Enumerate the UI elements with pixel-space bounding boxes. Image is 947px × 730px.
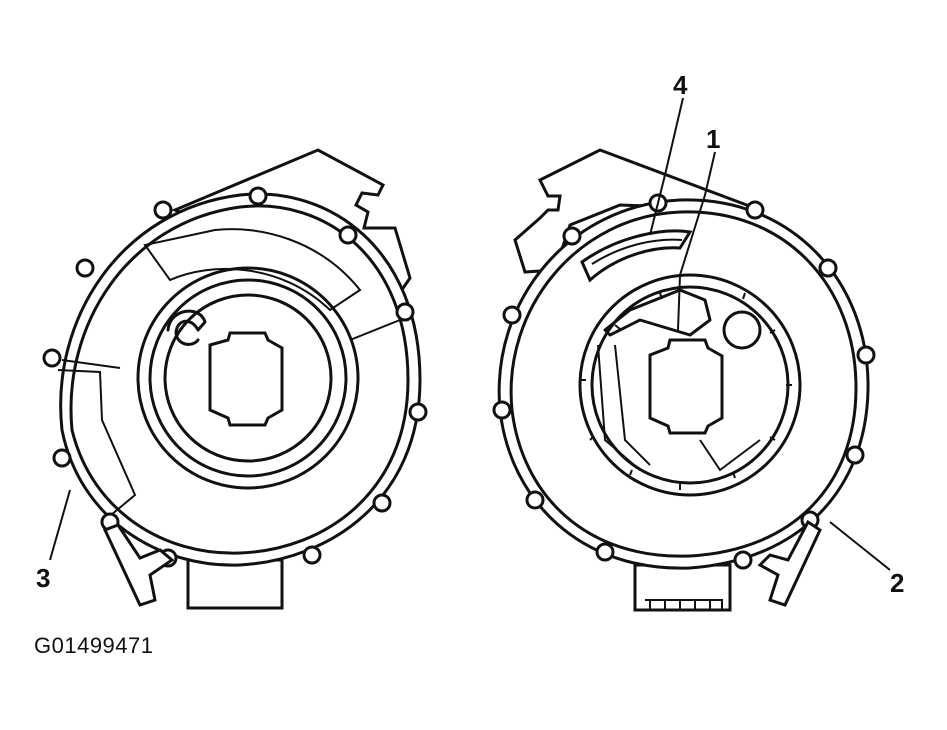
callout-3: 3 xyxy=(36,563,51,593)
callout-4: 4 xyxy=(673,70,688,100)
left-lever-arm xyxy=(102,523,175,607)
right-pin-hole xyxy=(722,310,762,350)
left-pin-hole xyxy=(166,309,207,346)
left-rotor-inner xyxy=(148,278,348,478)
left-pad-segment-3 xyxy=(349,319,401,341)
left-pad-segment xyxy=(143,228,362,312)
left-pad-segment-2 xyxy=(57,359,137,521)
left-housing-rim xyxy=(69,204,410,555)
right-clockspring-unit xyxy=(492,148,876,612)
left-connector xyxy=(186,558,284,610)
right-index-ticks xyxy=(580,292,792,490)
leader-lines xyxy=(49,97,891,571)
right-ribbon-cable xyxy=(603,288,712,337)
leader-line-1 xyxy=(677,151,716,331)
left-rotor-outer xyxy=(136,266,360,490)
right-connector-pins xyxy=(645,599,723,610)
right-rotor-outer xyxy=(578,273,802,497)
callout-2: 2 xyxy=(890,568,905,598)
leader-line-3 xyxy=(49,489,71,561)
right-housing-rim xyxy=(509,210,858,558)
right-hub-spline xyxy=(648,338,724,435)
left-rotor-core xyxy=(163,293,333,463)
right-cable-channel xyxy=(597,344,761,472)
right-window xyxy=(580,229,693,283)
leader-line-4 xyxy=(649,97,684,236)
leader-line-2 xyxy=(829,521,891,571)
left-hub-spline xyxy=(208,331,284,427)
callout-1: 1 xyxy=(706,124,721,154)
figure-id: G01499471 xyxy=(34,633,154,658)
left-clockspring-unit xyxy=(42,148,428,610)
right-lever-arm xyxy=(757,519,822,607)
right-window-inner xyxy=(591,238,683,265)
